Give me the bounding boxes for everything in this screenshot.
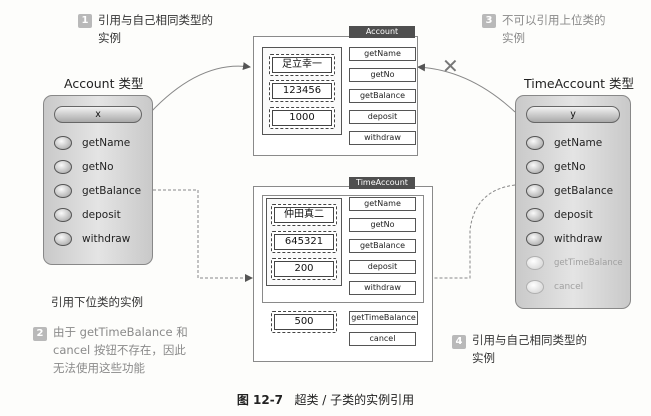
right-panel-title: TimeAccount 类型 [524, 76, 635, 91]
arrow-x-to-timeaccount [148, 189, 253, 282]
left-panel-title: Account 类型 [64, 76, 144, 91]
account-field-no: 123456 [269, 80, 335, 102]
note-1-text: 引用与自己相同类型的 实例 [98, 11, 213, 47]
method-label: getBalance [554, 185, 614, 197]
time-field-name: 仲田真二 [271, 204, 337, 226]
button-knob-icon [526, 184, 544, 198]
right-method-getno: getNo [526, 155, 623, 179]
time-method-deposit: deposit [349, 260, 416, 274]
method-label: getTimeBalance [554, 258, 623, 268]
time-field-timebalance: 500 [271, 311, 337, 333]
method-label: cancel [554, 282, 584, 292]
left-method-list: getName getNo getBalance deposit withdra… [54, 131, 141, 251]
right-method-cancel: cancel [526, 275, 623, 299]
right-method-gettimebalance: getTimeBalance [526, 251, 623, 275]
note-4-text: 引用与自己相同类型的 实例 [472, 331, 587, 367]
time-method-cancel: cancel [349, 332, 416, 346]
method-label: getBalance [82, 185, 142, 197]
lower-ref-note: 引用下位类的实例 [51, 295, 143, 309]
left-method-getname: getName [54, 131, 141, 155]
button-knob-icon [526, 208, 544, 222]
field-value: 仲田真二 [274, 207, 334, 223]
cross-mark-icon: ✕ [442, 54, 459, 78]
account-method-deposit: deposit [349, 110, 416, 124]
account-method-getbalance: getBalance [349, 89, 416, 103]
left-method-getbalance: getBalance [54, 179, 141, 203]
left-method-withdraw: withdraw [54, 227, 141, 251]
arrow-x-to-account [149, 62, 251, 114]
figure-caption: 图 12-7 超类 / 子类的实例引用 [0, 391, 651, 408]
button-knob-icon [526, 232, 544, 246]
note-2-line3: 无法使用这些功能 [53, 361, 145, 375]
figure-title: 超类 / 子类的实例引用 [294, 393, 415, 407]
note-4-badge: 4 [452, 335, 466, 349]
right-method-deposit: deposit [526, 203, 623, 227]
time-field-no: 645321 [271, 231, 337, 253]
field-value: 1000 [272, 110, 332, 126]
left-method-deposit: deposit [54, 203, 141, 227]
right-method-withdraw: withdraw [526, 227, 623, 251]
time-method-getbalance: getBalance [349, 239, 416, 253]
note-2-line1: 由于 getTimeBalance 和 [53, 325, 188, 339]
timeaccount-type-panel: y getName getNo getBalance deposit withd… [515, 95, 631, 309]
account-method-withdraw: withdraw [349, 131, 416, 145]
method-label: deposit [82, 209, 121, 221]
right-method-getname: getName [526, 131, 623, 155]
timeaccount-class-title: TimeAccount [349, 177, 415, 189]
note-1-line2: 实例 [98, 31, 121, 45]
arrow-y-to-timeaccount [421, 184, 516, 282]
button-knob-icon [526, 136, 544, 150]
method-label: withdraw [82, 233, 131, 245]
field-value: 123456 [272, 83, 332, 99]
field-value: 200 [274, 261, 334, 277]
account-field-balance: 1000 [269, 107, 335, 129]
method-label: getNo [554, 161, 586, 173]
field-value: 500 [274, 314, 334, 330]
button-knob-icon [54, 208, 72, 222]
figure-label: 图 12-7 [236, 393, 284, 407]
method-label: withdraw [554, 233, 603, 245]
note-1-badge: 1 [78, 14, 92, 28]
time-method-withdraw: withdraw [349, 281, 416, 295]
right-method-list: getName getNo getBalance deposit withdra… [526, 131, 623, 299]
button-knob-icon [526, 256, 544, 270]
note-2-text: 由于 getTimeBalance 和 cancel 按钮不存在，因此 无法使用… [53, 323, 188, 377]
account-field-name: 足立幸一 [269, 54, 335, 76]
account-class-title: Account [349, 26, 415, 38]
variable-x: x [54, 106, 142, 123]
note-4-line1: 引用与自己相同类型的 [472, 333, 587, 347]
note-2-line2: cancel 按钮不存在，因此 [53, 343, 186, 357]
field-value: 645321 [274, 234, 334, 250]
method-label: deposit [554, 209, 593, 221]
left-method-getno: getNo [54, 155, 141, 179]
account-method-getno: getNo [349, 68, 416, 82]
method-label: getName [82, 137, 131, 149]
button-knob-icon [54, 136, 72, 150]
account-method-getname: getName [349, 47, 416, 61]
button-knob-icon [54, 184, 72, 198]
button-knob-icon [526, 160, 544, 174]
note-1-line1: 引用与自己相同类型的 [98, 13, 213, 27]
button-knob-icon [54, 232, 72, 246]
time-method-getname: getName [349, 197, 416, 211]
note-3-badge: 3 [482, 14, 496, 28]
note-3-line2: 实例 [502, 31, 525, 45]
time-method-getno: getNo [349, 218, 416, 232]
note-3-text: 不可以引用上位类的 实例 [502, 11, 606, 47]
arrow-y-to-account [417, 63, 516, 113]
field-value: 足立幸一 [272, 57, 332, 73]
account-type-panel: x getName getNo getBalance deposit withd… [43, 95, 153, 265]
time-field-balance: 200 [271, 258, 337, 280]
right-method-getbalance: getBalance [526, 179, 623, 203]
button-knob-icon [526, 280, 544, 294]
method-label: getName [554, 137, 603, 149]
note-4-line2: 实例 [472, 351, 495, 365]
note-2-badge: 2 [33, 327, 47, 341]
time-method-gettimebalance: getTimeBalance [349, 311, 418, 325]
button-knob-icon [54, 160, 72, 174]
method-label: getNo [82, 161, 114, 173]
note-3-line1: 不可以引用上位类的 [502, 13, 606, 27]
variable-y: y [526, 106, 620, 123]
